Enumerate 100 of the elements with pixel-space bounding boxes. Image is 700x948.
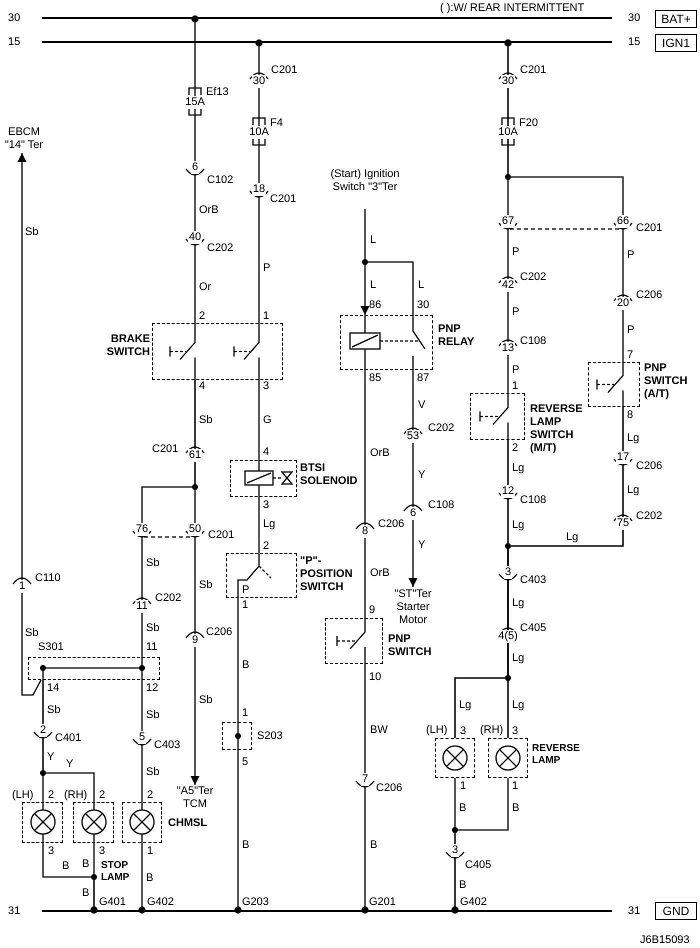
- wire-color-label: Sb: [146, 766, 160, 778]
- wire-color-label: B: [82, 886, 90, 900]
- connector-label: C102: [207, 174, 234, 186]
- connector-label: C405: [520, 622, 546, 634]
- connector-label: C202: [520, 270, 546, 284]
- wire-color-label: B: [459, 878, 466, 892]
- component-label: BRAKE SWITCH: [106, 333, 150, 359]
- connector-label: C108: [520, 494, 546, 506]
- ground-label: G203: [242, 896, 269, 908]
- pin-number: 8: [627, 408, 634, 422]
- pin-number: 30: [500, 74, 516, 88]
- pin-number: 5: [242, 756, 248, 768]
- pin-number: 20: [616, 296, 630, 310]
- pin-number: 3: [48, 844, 54, 858]
- pin-number: 40: [188, 230, 202, 244]
- wire-color-label: Y: [418, 468, 426, 482]
- connector-label: C201: [520, 64, 546, 76]
- wire-color-label: Lg: [459, 698, 472, 712]
- connector-label: C202: [428, 422, 454, 434]
- wire-color-label: Lg: [512, 652, 524, 664]
- wire-color-label: Lg: [627, 484, 640, 496]
- pin-number: 53: [406, 430, 420, 442]
- pin-number: 6: [190, 160, 200, 174]
- pin-number: 67: [500, 214, 516, 228]
- pin-number: P: [242, 584, 250, 596]
- connector-label: C110: [35, 572, 60, 584]
- pin-number: 4: [199, 380, 206, 392]
- pin-number: 86: [369, 298, 382, 312]
- connector-label: C201: [271, 64, 298, 76]
- ground-label: G201: [369, 896, 396, 908]
- fuse-label: 10A: [497, 126, 519, 138]
- connector-label: C401: [55, 732, 82, 744]
- bus-number: 30: [8, 12, 20, 24]
- pin-number: 1: [460, 780, 466, 792]
- bus-number: 31: [628, 904, 640, 918]
- pin-number: 30: [252, 74, 266, 88]
- connector-label: C206: [636, 288, 662, 302]
- connector-label: C206: [636, 460, 662, 472]
- wire-color-label: BW: [370, 724, 388, 736]
- wire-color-label: Sb: [146, 556, 160, 570]
- wire-color-label: P: [512, 364, 520, 376]
- wire-color-label: Y: [47, 750, 54, 764]
- pin-number: 1: [242, 706, 248, 720]
- pin-number: 6: [408, 506, 418, 520]
- wire-color-label: Sb: [199, 578, 212, 592]
- connector-label: C108: [428, 498, 454, 512]
- pin-number: 3: [512, 724, 518, 738]
- connector-label: C405: [465, 858, 492, 872]
- pin-number: 1: [18, 580, 26, 592]
- wire-color-label: B: [242, 838, 250, 852]
- pin-number: 11: [135, 600, 149, 612]
- diagram-code: J6B15093: [640, 934, 690, 946]
- pin-number: 10: [369, 670, 382, 684]
- connector-label: C201: [208, 528, 234, 542]
- pin-number: 1: [263, 310, 270, 322]
- pin-number: 75: [616, 516, 630, 530]
- pin-number: 12: [500, 484, 516, 498]
- wire-color-label: OrB: [370, 566, 390, 580]
- component-label: (RH): [64, 789, 88, 802]
- pin-number: 50: [188, 522, 202, 536]
- wire-color-label: Lg: [512, 698, 524, 712]
- ground-label: G402: [147, 896, 174, 908]
- connector-label: C403: [520, 574, 546, 586]
- component-label: REVERSE LAMP SWITCH (M/T): [530, 403, 584, 455]
- wire-color-label: P: [512, 246, 520, 258]
- component-label: (RH): [480, 724, 504, 737]
- pin-number: 2: [48, 788, 54, 802]
- wire-color-label: Lg: [627, 432, 640, 444]
- pin-number: 5: [138, 730, 146, 744]
- pin-number: 3: [450, 844, 460, 856]
- connector-label: C202: [636, 510, 662, 522]
- wire-color-label: Y: [66, 758, 74, 770]
- wire-color-label: Y: [418, 538, 426, 552]
- wire-color-label: B: [62, 860, 70, 872]
- connector-label: C108: [520, 334, 546, 348]
- wire-color-label: P: [263, 262, 270, 274]
- wire-color-label: Sb: [47, 704, 60, 716]
- connector-label: C202: [155, 592, 182, 604]
- fuse-label: 10A: [248, 126, 270, 138]
- wire-color-label: B: [146, 872, 154, 884]
- pin-number: 9: [190, 634, 200, 646]
- pin-number: 14: [47, 682, 60, 694]
- pin-number: 3: [460, 724, 466, 738]
- connector-label: C206: [376, 782, 402, 794]
- pin-number: 12: [146, 682, 158, 694]
- pin-number: 1: [512, 780, 518, 792]
- pin-number: 1: [147, 844, 154, 858]
- component-label: STOP LAMP: [101, 860, 130, 884]
- pin-number: 61: [188, 448, 202, 462]
- pin-number: 3: [263, 380, 270, 392]
- pin-number: 11: [146, 640, 158, 654]
- wire-color-label: B: [459, 802, 466, 814]
- wire-color-label: P: [512, 306, 520, 318]
- component-label: CHMSL: [168, 817, 208, 830]
- wire-color-label: Lg: [263, 518, 276, 530]
- wire-color-label: L: [370, 234, 376, 246]
- pin-number: 18: [252, 182, 266, 196]
- wire-color-label: Sb: [146, 622, 160, 634]
- wire-color-label: OrB: [370, 446, 390, 460]
- wire-color-label: Sb: [199, 694, 212, 706]
